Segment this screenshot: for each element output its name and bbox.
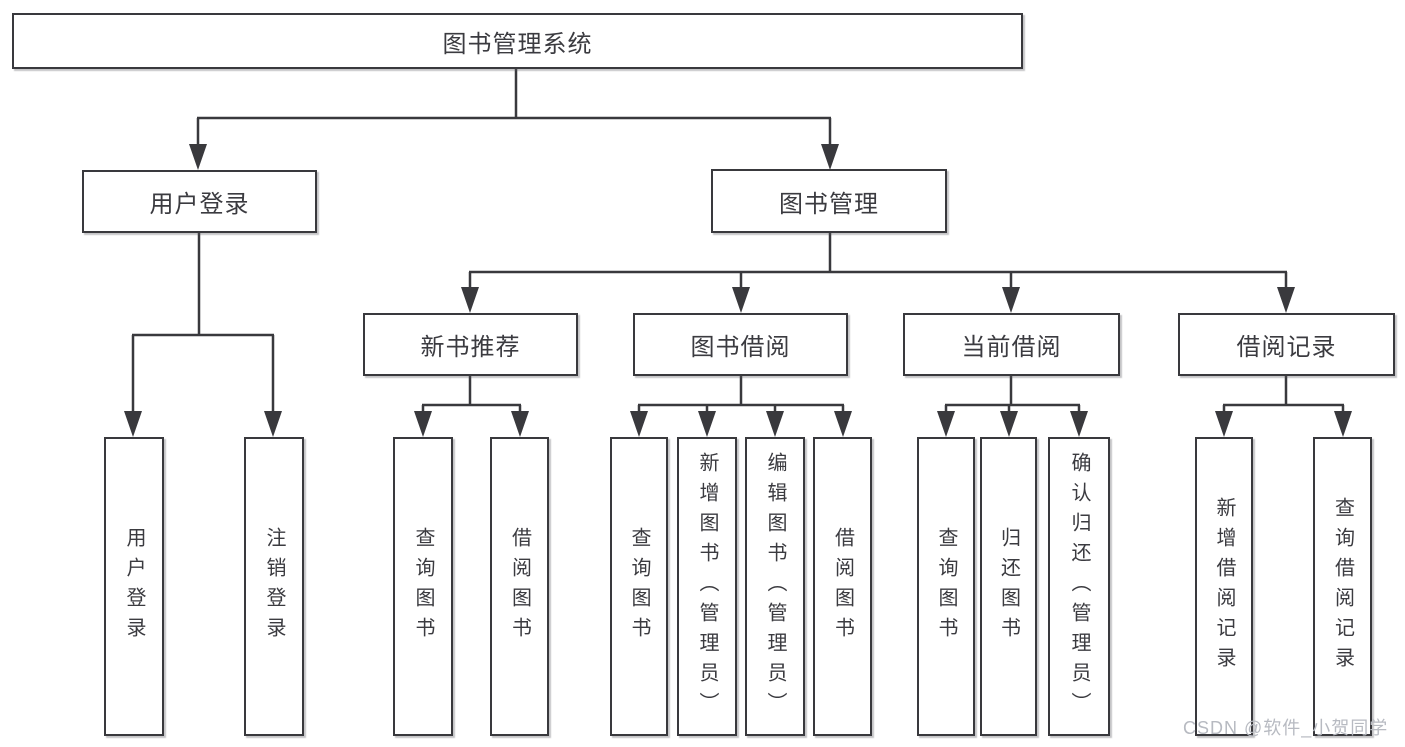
connector-borrowing-records [1222, 376, 1345, 417]
leaf-confirm-return-admin: 确认归还（管理员） [1048, 437, 1110, 736]
connector-book-management [468, 232, 1288, 293]
leaf-return-books: 归还图书 [980, 437, 1037, 736]
connector-book-borrowing [637, 376, 845, 417]
leaf-borrowing-borrow-books: 借阅图书 [813, 437, 872, 736]
leaf-borrowing-query-books: 查询图书 [610, 437, 668, 736]
leaf-edit-books-admin: 编辑图书（管理员） [745, 437, 805, 736]
connector-current-borrowing [944, 376, 1081, 417]
leaf-logout: 注销登录 [244, 437, 304, 736]
node-current-borrowing: 当前借阅 [903, 313, 1120, 376]
leaf-add-borrow-record: 新增借阅记录 [1195, 437, 1253, 736]
connector-user-login [131, 232, 275, 417]
leaf-user-login: 用户登录 [104, 437, 164, 736]
node-book-borrowing: 图书借阅 [633, 313, 848, 376]
watermark: CSDN @软件_小贺同学 [1183, 718, 1389, 738]
leaf-query-borrow-record: 查询借阅记录 [1313, 437, 1372, 736]
node-new-book-recommendation: 新书推荐 [363, 313, 578, 376]
arrowheads [124, 144, 1352, 437]
leaf-recommend-borrow-books: 借阅图书 [490, 437, 549, 736]
node-user-login: 用户登录 [82, 170, 317, 233]
connector-root [196, 69, 832, 150]
node-book-management: 图书管理 [711, 169, 947, 233]
leaf-recommend-query-books: 查询图书 [393, 437, 453, 736]
node-library-system: 图书管理系统 [12, 13, 1023, 69]
leaf-current-query-books: 查询图书 [917, 437, 975, 736]
node-borrowing-records: 借阅记录 [1178, 313, 1395, 376]
connector-new-book-recommendation [421, 376, 522, 417]
leaf-add-books-admin: 新增图书（管理员） [677, 437, 737, 736]
